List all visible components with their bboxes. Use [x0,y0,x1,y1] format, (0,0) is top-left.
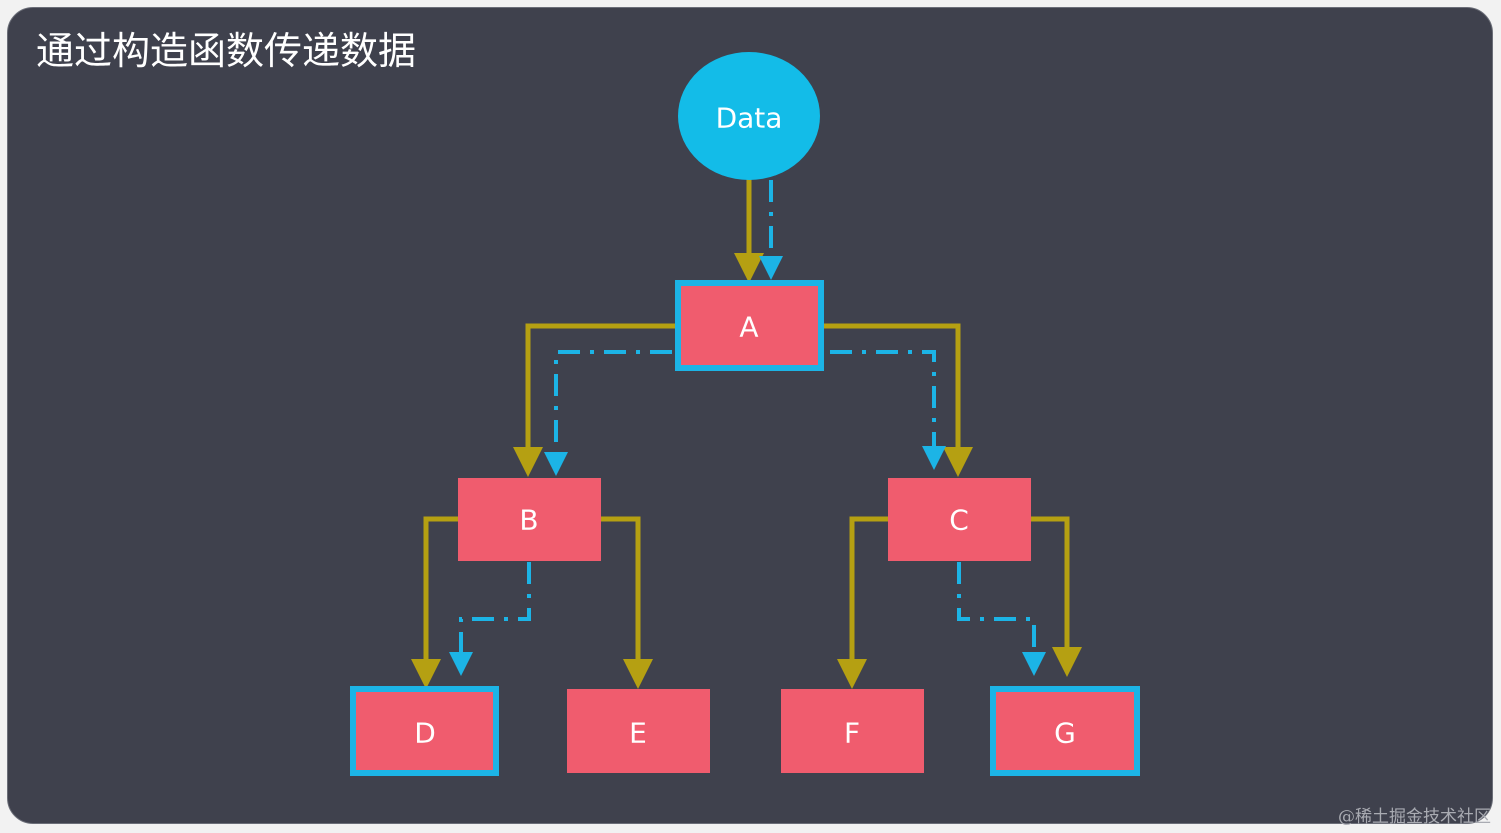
node-g: G [990,686,1140,776]
node-g-label: G [1054,717,1076,750]
node-c-label: C [949,504,969,537]
node-b-label: B [519,504,538,537]
dash-edge-a-to-b [544,350,672,476]
node-b: B [458,478,601,561]
node-c: C [888,478,1031,561]
dash-edge-c-to-g [957,562,1046,676]
edge-b-to-d [411,516,459,689]
node-f-label: F [844,717,860,750]
node-f: F [781,689,924,773]
edge-b-to-e [600,516,653,689]
data-node-label: Data [716,102,783,135]
node-a-label: A [739,311,758,344]
dash-edge-a-to-c [830,350,946,470]
edge-a-to-c [820,323,973,477]
data-node: Data [678,52,820,180]
node-e-label: E [629,717,647,750]
edge-c-to-g [1030,516,1082,677]
node-d: D [350,686,499,776]
edge-c-to-f [837,516,889,689]
dash-edge-b-to-d [449,562,531,676]
watermark: @稀土掘金技术社区 [1338,807,1491,827]
edge-a-to-b [513,323,678,477]
node-d-label: D [414,717,436,750]
node-a: A [675,280,824,371]
page-title: 通过构造函数传递数据 [36,29,417,73]
node-e: E [567,689,710,773]
